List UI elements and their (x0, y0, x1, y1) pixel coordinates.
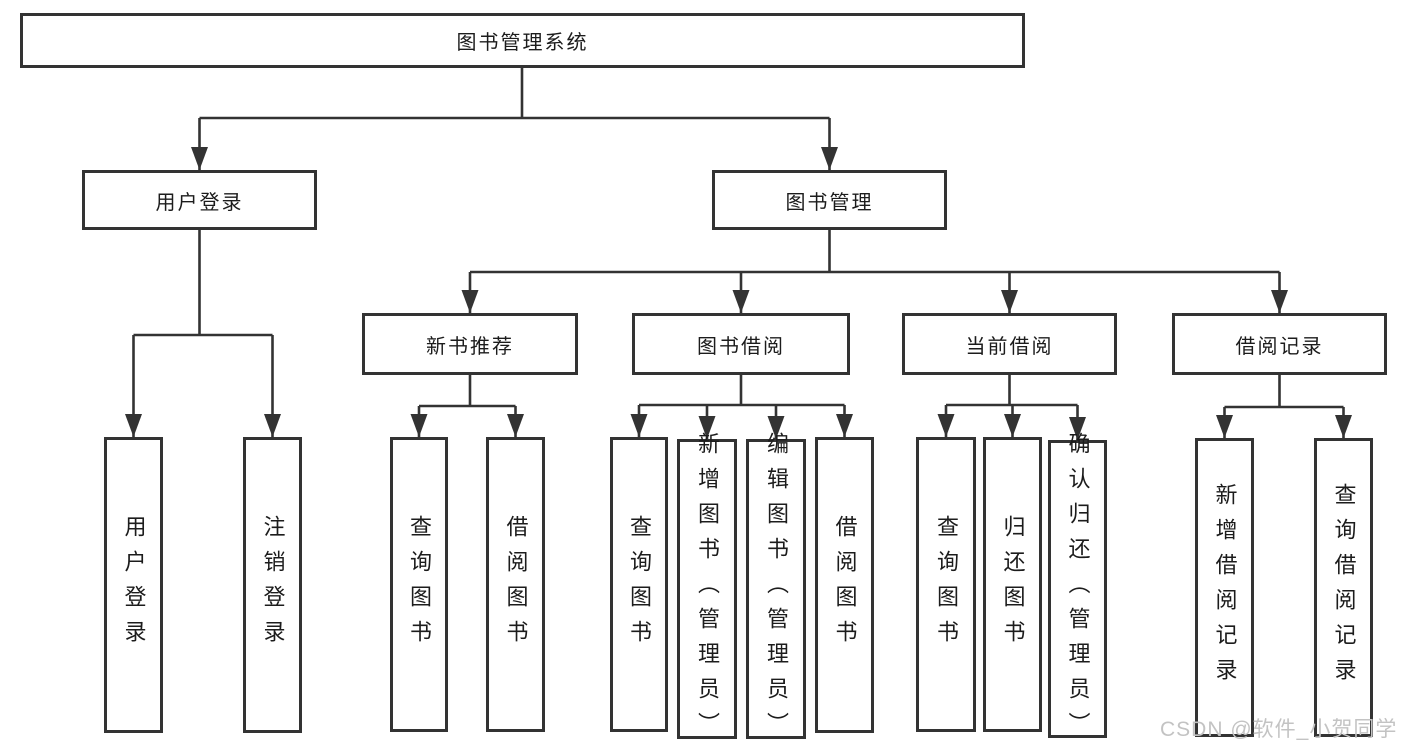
leaf-add-book-admin: 新增图书（管理员） (677, 432, 737, 747)
leaf-query-books-recommend: 查询图书 (390, 437, 448, 732)
leaf-borrow-books-recommend-label: 借阅图书 (503, 514, 529, 655)
node-library-management-system: 图书管理系统 (20, 13, 1025, 68)
node-new-book-recommendation: 新书推荐 (362, 313, 578, 375)
node-borrowing-records: 借阅记录 (1172, 313, 1387, 375)
leaf-borrow-books-label: 借阅图书 (832, 515, 858, 655)
leaf-add-borrow-record: 新增借阅记录 (1195, 438, 1254, 737)
leaf-return-books-label: 归还图书 (1000, 514, 1026, 655)
leaf-query-books-borrow: 查询图书 (610, 437, 668, 732)
leaf-borrow-books: 借阅图书 (815, 437, 874, 733)
leaf-query-books-current-label: 查询图书 (934, 514, 959, 655)
node-book-borrowing: 图书借阅 (632, 313, 850, 375)
leaf-borrow-books-recommend: 借阅图书 (486, 437, 545, 732)
leaf-query-borrow-record-label: 查询借阅记录 (1331, 482, 1357, 693)
leaf-add-book-admin-label: 新增图书（管理员） (695, 431, 720, 747)
leaf-query-books-borrow-label: 查询图书 (627, 514, 652, 655)
node-book-management: 图书管理 (712, 170, 947, 230)
leaf-query-books-recommend-label: 查询图书 (407, 514, 432, 655)
leaf-confirm-return-admin-label: 确认归还（管理员） (1065, 431, 1091, 747)
node-user-login: 用户登录 (82, 170, 317, 230)
leaf-query-borrow-record: 查询借阅记录 (1314, 438, 1373, 737)
leaf-return-books: 归还图书 (983, 437, 1042, 732)
leaf-confirm-return-admin: 确认归还（管理员） (1048, 432, 1107, 747)
leaf-query-books-current: 查询图书 (916, 437, 976, 732)
leaf-edit-book-admin-label: 编辑图书（管理员） (764, 431, 789, 747)
leaf-user-login-label: 用户登录 (121, 515, 147, 655)
leaf-logout-label: 注销登录 (260, 515, 286, 655)
watermark: CSDN @软件_小贺同学 (1160, 718, 1398, 741)
leaf-logout: 注销登录 (243, 437, 302, 733)
leaf-edit-book-admin: 编辑图书（管理员） (746, 432, 806, 747)
leaf-add-borrow-record-label: 新增借阅记录 (1212, 482, 1238, 693)
node-current-borrowing: 当前借阅 (902, 313, 1117, 375)
leaf-user-login: 用户登录 (104, 437, 163, 733)
